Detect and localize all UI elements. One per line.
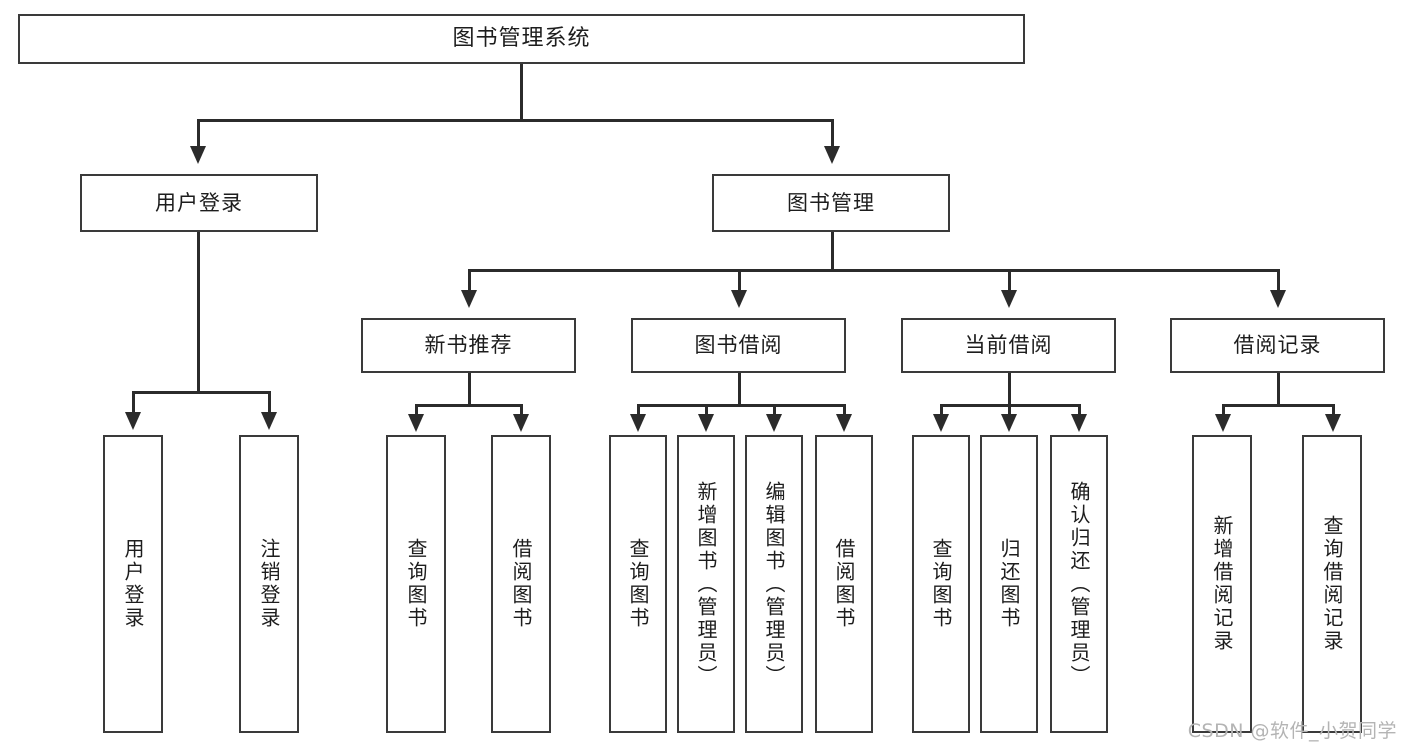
arrowhead-cb-leaf-1 [933, 414, 949, 432]
connector-book-borrow-stem [738, 373, 741, 406]
connector-bm-to-book-borrow [738, 269, 741, 293]
arrowhead-new-book-leaf-2 [513, 414, 529, 432]
leaf-current-borrow-confirm-return-admin: 确认归还（管理员） [1050, 435, 1108, 733]
arrowhead-book-management [824, 146, 840, 164]
node-borrow-record: 借阅记录 [1170, 318, 1385, 373]
leaf-label: 查询图书 [626, 538, 650, 630]
connector-bm-to-current-borrow [1008, 269, 1011, 293]
leaf-label: 查询借阅记录 [1320, 515, 1344, 653]
leaf-label: 查询图书 [929, 538, 953, 630]
node-user-login: 用户登录 [80, 174, 318, 232]
connector-bb-to-leaf-4 [843, 404, 846, 418]
node-label: 当前借阅 [964, 333, 1053, 358]
connector-root-bus [197, 119, 834, 122]
connector-book-management-stem [831, 232, 834, 272]
arrowhead-cb-leaf-2 [1001, 414, 1017, 432]
arrowhead-cb-leaf-3 [1071, 414, 1087, 432]
connector-borrow-record-bus [1222, 404, 1335, 407]
node-root-book-management-system: 图书管理系统 [18, 14, 1025, 64]
connector-new-book-to-leaf-2 [520, 404, 523, 418]
arrowhead-book-borrow [731, 290, 747, 308]
leaf-new-book-borrow-book: 借阅图书 [491, 435, 551, 733]
connector-bb-to-leaf-2 [705, 404, 708, 418]
node-label: 用户登录 [155, 190, 243, 215]
arrowhead-user-login-leaf-1 [125, 412, 141, 430]
connector-new-book-to-leaf-1 [415, 404, 418, 418]
connector-user-login-to-leaf-2 [268, 391, 271, 415]
csdn-watermark: CSDN @软件_小贺同学 [1187, 720, 1397, 742]
leaf-label: 新增借阅记录 [1210, 515, 1234, 653]
connector-root-to-user-login [197, 119, 200, 149]
arrowhead-new-book-recommend [461, 290, 477, 308]
connector-cb-to-leaf-2 [1008, 404, 1011, 418]
leaf-label: 借阅图书 [509, 538, 533, 630]
connector-root-stem [520, 64, 523, 120]
leaf-book-borrow-query-book: 查询图书 [609, 435, 667, 733]
node-label: 图书管理 [787, 190, 875, 215]
connector-br-to-leaf-2 [1332, 404, 1335, 418]
arrowhead-user-login-leaf-2 [261, 412, 277, 430]
arrowhead-br-leaf-1 [1215, 414, 1231, 432]
leaf-book-borrow-add-book-admin: 新增图书（管理员） [677, 435, 735, 733]
leaf-label: 用户登录 [121, 538, 145, 630]
leaf-label: 编辑图书（管理员） [762, 480, 786, 688]
leaf-current-borrow-return-book: 归还图书 [980, 435, 1038, 733]
arrowhead-bb-leaf-3 [766, 414, 782, 432]
connector-cb-to-leaf-3 [1078, 404, 1081, 418]
leaf-current-borrow-query-book: 查询图书 [912, 435, 970, 733]
leaf-user-login-logout: 注销登录 [239, 435, 299, 733]
arrowhead-user-login [190, 146, 206, 164]
connector-book-borrow-bus [637, 404, 846, 407]
arrowhead-new-book-leaf-1 [408, 414, 424, 432]
leaf-label: 新增图书（管理员） [694, 480, 718, 688]
leaf-borrow-record-add-record: 新增借阅记录 [1192, 435, 1252, 733]
node-label: 新书推荐 [424, 333, 513, 358]
leaf-label: 注销登录 [257, 538, 281, 630]
node-label: 借阅记录 [1233, 333, 1322, 358]
node-book-borrow: 图书借阅 [631, 318, 846, 373]
connector-new-book-bus [415, 404, 523, 407]
connector-user-login-stem [197, 232, 200, 394]
arrowhead-bb-leaf-4 [836, 414, 852, 432]
node-label: 图书管理系统 [452, 26, 591, 52]
leaf-new-book-query-book: 查询图书 [386, 435, 446, 733]
leaf-book-borrow-edit-book-admin: 编辑图书（管理员） [745, 435, 803, 733]
connector-borrow-record-stem [1277, 373, 1280, 406]
connector-user-login-bus [132, 391, 270, 394]
connector-root-to-book-management [831, 119, 834, 149]
leaf-label: 查询图书 [404, 538, 428, 630]
connector-cb-to-leaf-1 [940, 404, 943, 418]
connector-bb-to-leaf-1 [637, 404, 640, 418]
leaf-label: 归还图书 [997, 538, 1021, 630]
arrowhead-bb-leaf-1 [630, 414, 646, 432]
arrowhead-current-borrow [1001, 290, 1017, 308]
node-label: 图书借阅 [694, 333, 783, 358]
leaf-label: 借阅图书 [832, 538, 856, 630]
leaf-user-login-login: 用户登录 [103, 435, 163, 733]
leaf-label: 确认归还（管理员） [1067, 480, 1091, 688]
node-book-management: 图书管理 [712, 174, 950, 232]
connector-br-to-leaf-1 [1222, 404, 1225, 418]
leaf-borrow-record-query-record: 查询借阅记录 [1302, 435, 1362, 733]
connector-new-book-stem [468, 373, 471, 406]
connector-user-login-to-leaf-1 [132, 391, 135, 415]
arrowhead-br-leaf-2 [1325, 414, 1341, 432]
node-new-book-recommend: 新书推荐 [361, 318, 576, 373]
connector-current-borrow-stem [1008, 373, 1011, 406]
leaf-book-borrow-borrow-book: 借阅图书 [815, 435, 873, 733]
connector-book-management-bus [468, 269, 1280, 272]
connector-bm-to-borrow-record [1277, 269, 1280, 293]
arrowhead-bb-leaf-2 [698, 414, 714, 432]
connector-bm-to-new-book [468, 269, 471, 293]
node-current-borrow: 当前借阅 [901, 318, 1116, 373]
connector-bb-to-leaf-3 [773, 404, 776, 418]
arrowhead-borrow-record [1270, 290, 1286, 308]
